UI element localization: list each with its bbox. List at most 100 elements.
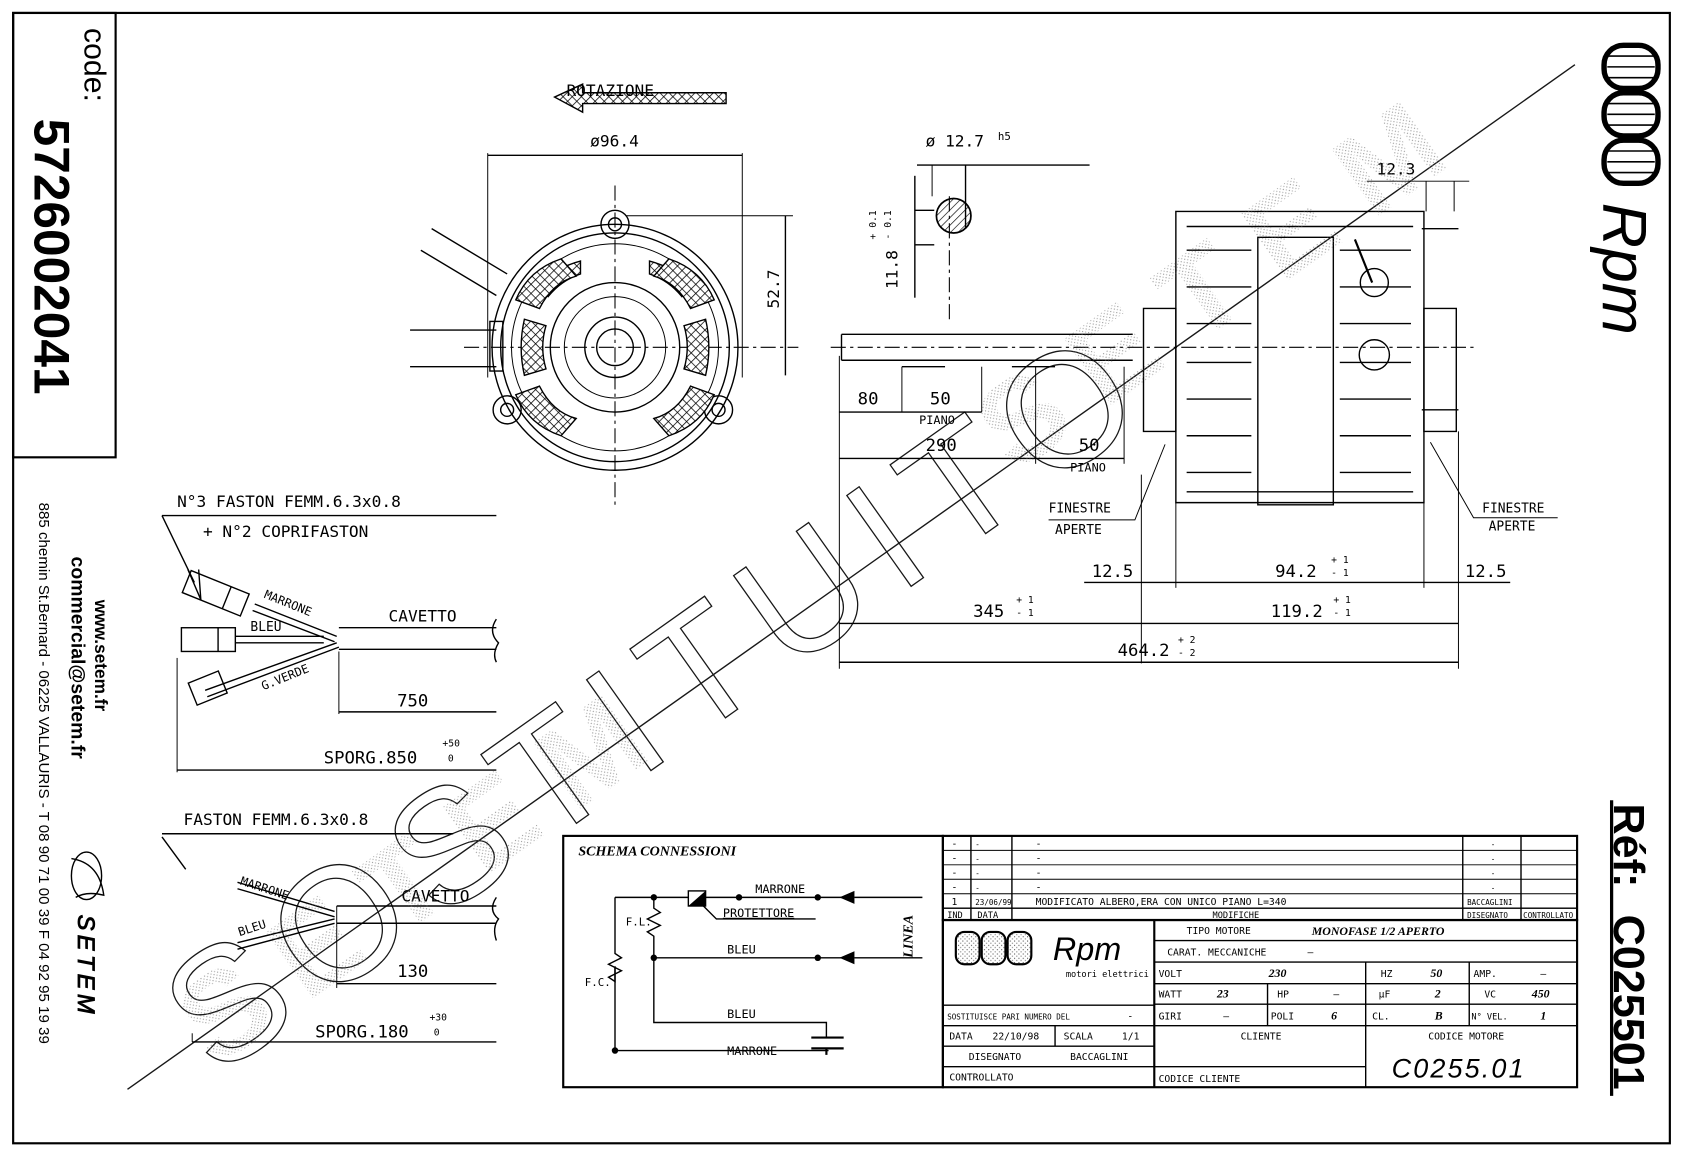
front-view: ROTAZIONE ø96.4 52.7 — [410, 81, 799, 507]
rev-modification: - — [1036, 854, 1042, 865]
dim-290: 290 — [926, 436, 957, 456]
piano-a: PIANO — [919, 413, 955, 427]
schema-protettore: PROTETTORE — [723, 906, 794, 920]
wire-g-verde: G.VERDE — [259, 661, 311, 693]
rev-ind: - — [952, 882, 958, 893]
rev-designer: - — [1491, 855, 1496, 864]
rev-ind: - — [952, 854, 958, 865]
dim-464-2-tol-dn: - 2 — [1178, 648, 1196, 659]
rev-modification: MODIFICATO ALBERO,ERA CON UNICO PIANO L=… — [1036, 897, 1287, 908]
rev-designer: - — [1491, 840, 1496, 849]
left-strip: code: 5726002041 www.setem.fr commercial… — [12, 11, 117, 1044]
cable-label-bottom: CAVETTO — [401, 887, 469, 906]
website-link[interactable]: www.setem.fr — [91, 599, 111, 712]
schema-bleu-low: BLEU — [727, 1007, 756, 1021]
right-strip: Rpm Réf: C025501 — [1589, 42, 1661, 1096]
front-diameter-dim: ø96.4 — [590, 132, 639, 151]
shaft-section: ø 12.7 h5 11.8 + 0.1 - 0.1 — [868, 130, 1090, 324]
rev-designer: - — [1491, 883, 1496, 892]
shaft-diameter-dim: ø 12.7 — [926, 132, 984, 151]
amp-value: — — [1540, 969, 1546, 980]
carat-value: — — [1307, 948, 1313, 959]
rev-designer: - — [1491, 869, 1496, 878]
rev-date: - — [975, 855, 980, 864]
carat-label: CARAT. MECCANICHE — [1167, 948, 1266, 959]
sporg-180: SPORG.180 — [315, 1023, 408, 1043]
dim-50-b: 50 — [1079, 436, 1100, 456]
watt-value: 23 — [1216, 987, 1229, 1001]
dim-345: 345 — [973, 602, 1004, 622]
hz-value: 50 — [1430, 966, 1442, 980]
data-value: 22/10/98 — [993, 1032, 1040, 1043]
company-address: 885 chemin St.Bernard - 06225 VALLAURIS … — [35, 503, 52, 1044]
nvel-value: 1 — [1540, 1008, 1546, 1022]
codice-cliente-label: CODICE CLIENTE — [1159, 1074, 1241, 1085]
wire-bleu: BLEU — [250, 620, 281, 635]
rev-header-ind: IND — [947, 911, 963, 921]
cable-label: CAVETTO — [388, 606, 456, 625]
dim-94-2: 94.2 — [1275, 562, 1317, 582]
piano-b: PIANO — [1070, 460, 1106, 474]
vc-value: 450 — [1531, 987, 1550, 1001]
aperte-left: APERTE — [1055, 523, 1102, 538]
faston-note-1: N°3 FASTON FEMM.6.3x0.8 — [177, 492, 401, 511]
uf-value: 2 — [1434, 987, 1441, 1001]
schema-bleu-mid: BLEU — [727, 942, 756, 956]
codice-motore-label: CODICE MOTORE — [1428, 1032, 1504, 1043]
rev-date: - — [975, 840, 980, 849]
drawing-frame — [12, 11, 1671, 1145]
length-130: 130 — [397, 962, 428, 982]
wire-marrone: MARRONE — [262, 587, 314, 619]
dim-50-a: 50 — [930, 389, 951, 409]
length-750: 750 — [397, 691, 428, 711]
rev-designer: BACCAGLINI — [1467, 898, 1512, 907]
title-logo-text: Rpm — [1053, 931, 1121, 967]
dim-119-2: 119.2 — [1271, 602, 1323, 622]
controllato-label: CONTROLLATO — [949, 1073, 1013, 1084]
side-view: 12.3 80 50 PIANO 290 50 PIANO FINESTRE A… — [830, 160, 1558, 669]
rotation-arrow-icon — [553, 83, 727, 114]
dim-94-2-tol-dn: - 1 — [1331, 568, 1349, 579]
rev-header-dis: DISEGNATO — [1467, 911, 1508, 920]
rev-modification: - — [1036, 882, 1042, 893]
scala-value: 1/1 — [1122, 1032, 1140, 1043]
title-logo-sub: motori elettrici — [1066, 970, 1149, 980]
cliente-label: CLIENTE — [1241, 1032, 1282, 1043]
faston-note-2: + N°2 COPRIFASTON — [203, 522, 368, 541]
dim-345-tol-up: + 1 — [1016, 595, 1034, 606]
shaft-flat-dim: 11.8 — [883, 250, 902, 289]
disegnato-label: DISEGNATO — [969, 1052, 1022, 1063]
code-box — [12, 11, 117, 459]
hp-value: — — [1333, 990, 1339, 1001]
amp-label: AMP. — [1474, 969, 1497, 980]
aperte-right: APERTE — [1489, 520, 1536, 535]
ref-label: Réf: — [1604, 804, 1652, 888]
dim-119-2-tol-up: + 1 — [1333, 595, 1351, 606]
schema-fl: F.L. — [626, 915, 652, 928]
watt-label: WATT — [1159, 990, 1182, 1001]
connection-schema: SCHEMA CONNESSIONI MARRONE PROTETTORE BL… — [562, 834, 944, 1089]
shaft-tolerance: h5 — [998, 130, 1011, 143]
vc-label: VC — [1484, 990, 1496, 1001]
front-height-dim: 52.7 — [764, 270, 783, 309]
schema-marrone-top: MARRONE — [755, 882, 805, 896]
shaft-flat-tol-dn: - 0.1 — [883, 210, 894, 239]
rev-date: - — [975, 869, 980, 878]
cl-value: B — [1434, 1008, 1443, 1022]
dim-12-5-left: 12.5 — [1092, 562, 1134, 582]
poli-value: 6 — [1331, 1008, 1337, 1022]
rev-ind: - — [952, 839, 958, 850]
cl-label: CL. — [1372, 1011, 1390, 1022]
sostituisce-label: SOSTITUISCE PARI NUMERO DEL — [947, 1012, 1070, 1021]
faston-note-bottom: FASTON FEMM.6.3x0.8 — [184, 810, 369, 829]
setem-logo-icon — [70, 851, 105, 901]
rpm-logo-icon — [1601, 42, 1661, 187]
rev-header-data: DATA — [977, 911, 999, 921]
dim-94-2-tol-up: + 1 — [1331, 555, 1349, 566]
email-link[interactable]: commercial@setem.fr — [66, 557, 88, 760]
dim-345-tol-dn: - 1 — [1016, 608, 1034, 619]
hp-label: HP — [1277, 990, 1289, 1001]
rpm-brand: Rpm — [1589, 203, 1659, 335]
